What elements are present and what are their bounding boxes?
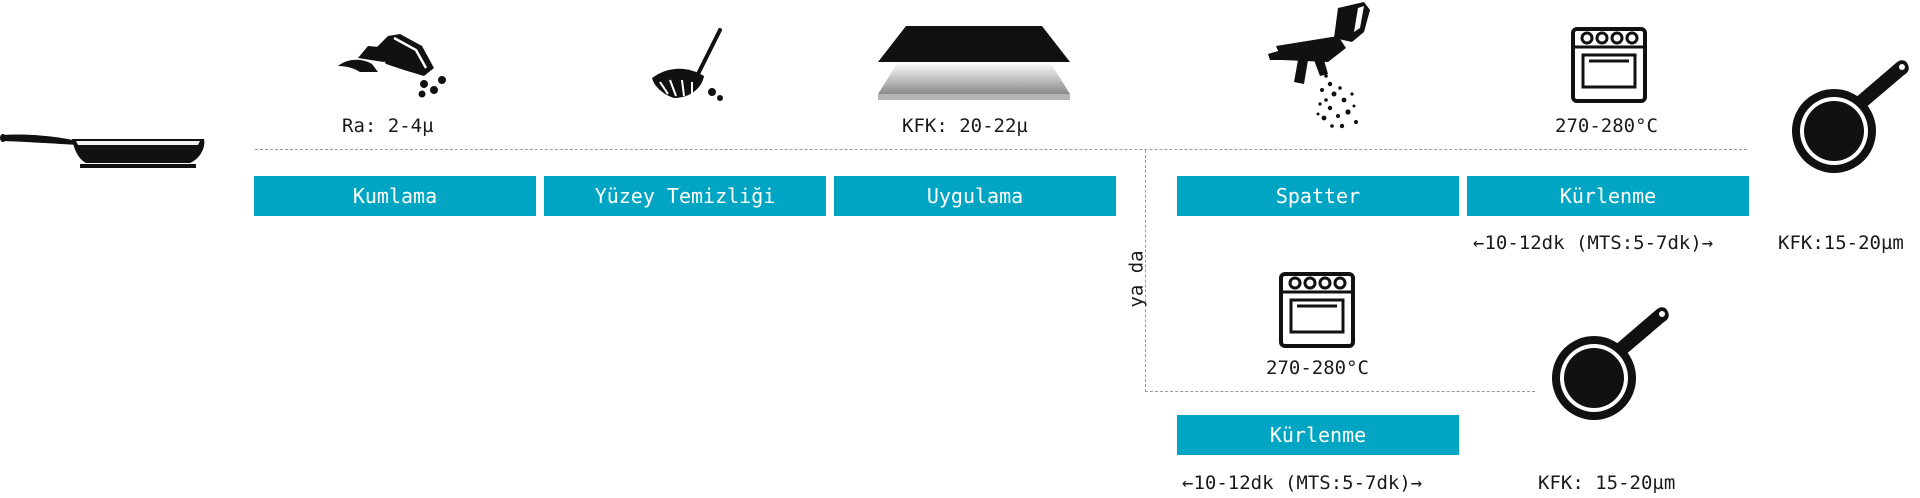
shaker-icon	[338, 34, 446, 98]
bottom-divider-line	[1145, 391, 1535, 392]
bottom-final-thickness-label: KFK: 15-20µm	[1538, 472, 1676, 494]
spray-gun-icon	[1268, 2, 1370, 129]
step-kumlama: Kumlama	[254, 176, 536, 216]
roughness-label: Ra: 2-4µ	[342, 115, 434, 137]
coating-layer-icon	[878, 26, 1070, 100]
broom-icon	[652, 28, 723, 101]
coating-thickness-label: KFK: 20-22µ	[902, 115, 1028, 137]
oven-icon	[1571, 27, 1647, 103]
pan-icon	[0, 134, 205, 168]
step-kurlenme: Kürlenme	[1467, 176, 1749, 216]
frying-pan-icon	[1792, 60, 1909, 173]
step-yuzey-temizligi: Yüzey Temizliği	[544, 176, 826, 216]
top-divider-line	[255, 149, 1747, 150]
step-spatter: Spatter	[1177, 176, 1459, 216]
branch-divider-line	[1145, 150, 1146, 392]
or-label: ya da	[1125, 250, 1148, 308]
final-thickness-label: KFK:15-20µm	[1778, 232, 1904, 254]
step-uygulama: Uygulama	[834, 176, 1116, 216]
oven-icon	[1279, 272, 1355, 348]
cure-time-label: ←10-12dk (MTS:5-7dk)→	[1473, 232, 1714, 254]
bottom-cure-temperature-label: 270-280°C	[1266, 357, 1369, 379]
frying-pan-icon	[1552, 307, 1669, 420]
cure-temperature-label: 270-280°C	[1555, 115, 1658, 137]
bottom-cure-time-label: ←10-12dk (MTS:5-7dk)→	[1182, 472, 1423, 494]
bottom-step-kurlenme: Kürlenme	[1177, 415, 1459, 455]
